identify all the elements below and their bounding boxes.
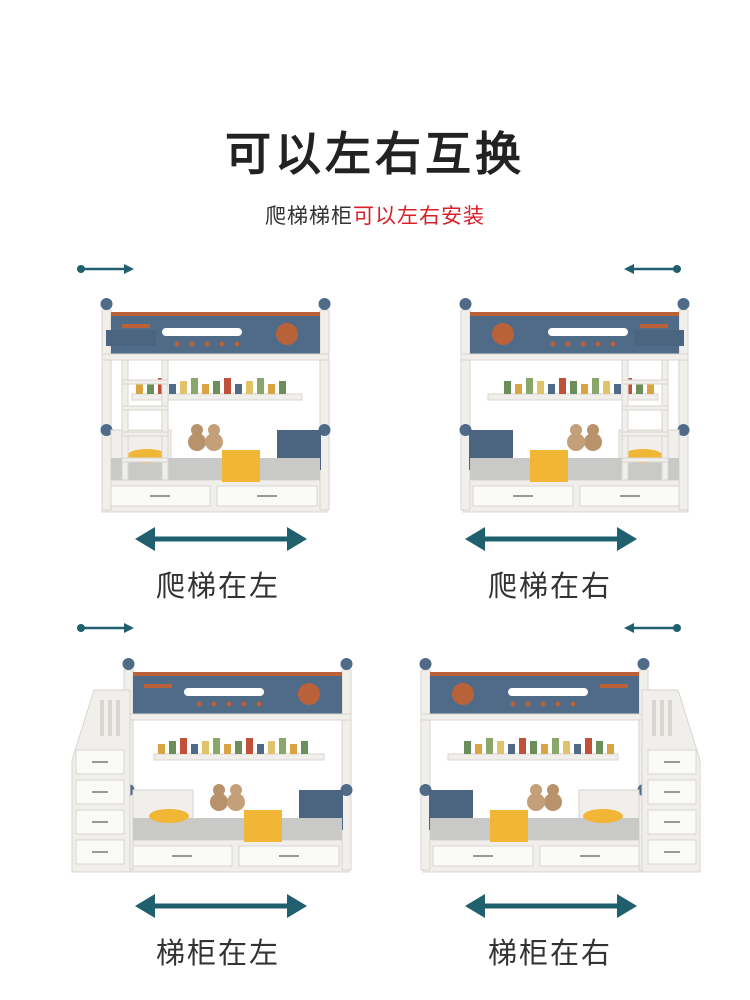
subtitle-prefix: 爬梯梯柜: [265, 204, 353, 228]
double-arrow-icon: [465, 891, 637, 921]
page-subtitle: 爬梯梯柜可以左右安装: [0, 200, 750, 230]
double-arrow-icon: [135, 524, 307, 554]
bunk-bed-illustration: [64, 650, 354, 950]
subtitle-highlight: 可以左右安装: [353, 204, 485, 228]
bunk-bed-illustration: [82, 290, 362, 590]
direction-arrow-icon: [76, 621, 136, 635]
direction-arrow-icon: [622, 621, 682, 635]
direction-arrow-icon: [622, 262, 682, 276]
direction-arrow-icon: [76, 262, 136, 276]
panel-caption: 梯柜在左: [155, 936, 280, 970]
bunk-bed-illustration: [428, 290, 708, 590]
panel-caption: 爬梯在左: [155, 569, 280, 603]
panel-caption: 爬梯在右: [487, 569, 612, 603]
double-arrow-icon: [465, 524, 637, 554]
page-title: 可以左右互换: [225, 127, 525, 181]
double-arrow-icon: [135, 891, 307, 921]
bunk-bed-illustration: [418, 650, 708, 950]
panel-caption: 梯柜在右: [487, 936, 612, 970]
